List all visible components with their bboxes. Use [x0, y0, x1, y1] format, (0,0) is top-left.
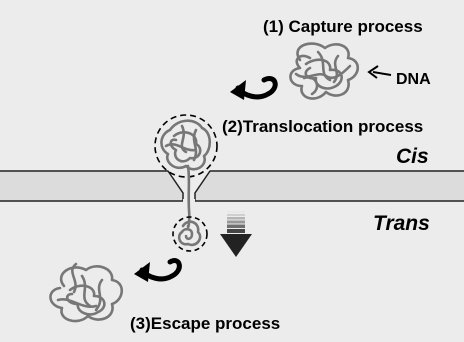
trans-highlight-circle — [172, 216, 208, 252]
dna-coil-capture — [289, 42, 360, 100]
trans-label: Trans — [373, 212, 430, 235]
translocation-label: (2)Translocation process — [222, 117, 423, 136]
down-arrow-icon — [220, 211, 252, 257]
dna-coil-translocation — [160, 119, 212, 229]
capture-label: (1) Capture process — [263, 17, 423, 36]
escape-label: (3)Escape process — [130, 314, 280, 333]
dna-coil-escape — [49, 262, 124, 323]
dna-pointer-arrow-icon — [367, 65, 392, 79]
escape-curved-arrow-icon — [134, 258, 182, 282]
curved-arrow-icon — [230, 76, 278, 100]
membrane — [0, 170, 464, 203]
dna-label: DNA — [396, 71, 431, 88]
translocation-highlight-circle — [154, 114, 218, 178]
cis-label: Cis — [396, 145, 429, 168]
dna-coil-trans — [177, 220, 202, 247]
